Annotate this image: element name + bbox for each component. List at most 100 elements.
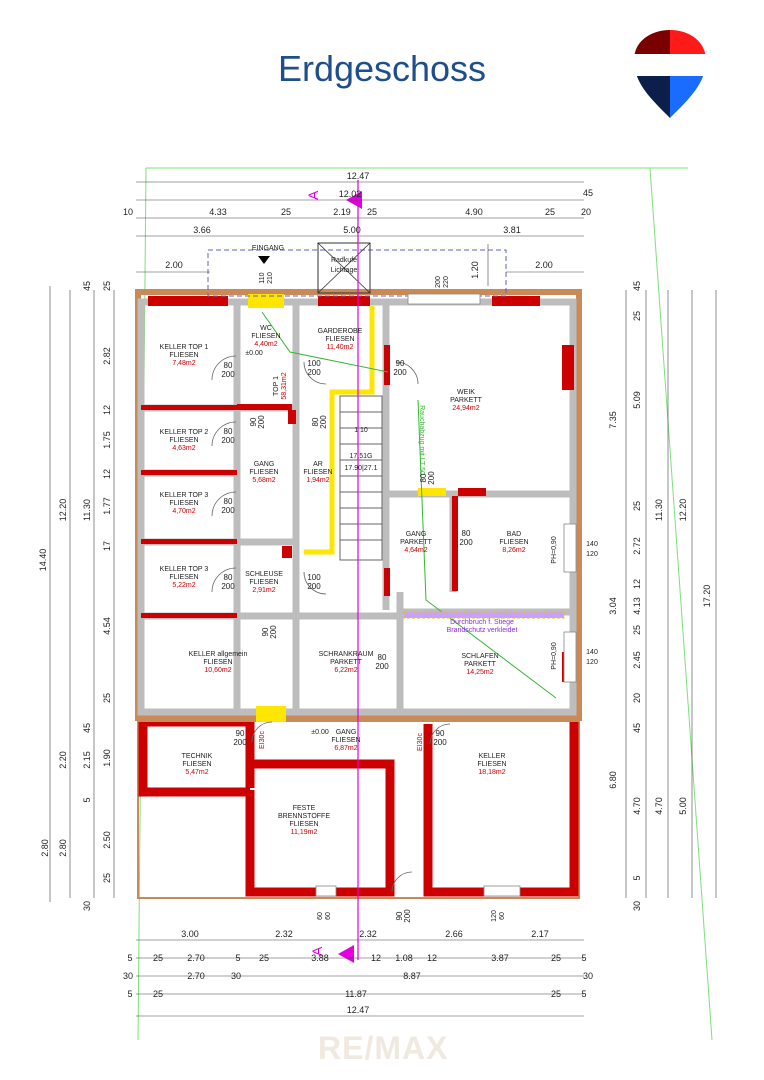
dim-label: 5 bbox=[127, 953, 132, 963]
room-area: 4,70m2 bbox=[172, 508, 195, 515]
room-area: 2,91m2 bbox=[252, 587, 275, 594]
entrance-dim: 110 bbox=[259, 272, 266, 283]
terrace-label: Radkufe bbox=[331, 257, 357, 264]
window-label: 200 bbox=[435, 276, 442, 288]
stair-label: 17.51G bbox=[350, 453, 373, 460]
dim-label: 2.32 bbox=[359, 929, 377, 939]
door-dim: 90 bbox=[396, 359, 405, 368]
ph-label: PH=0,90 bbox=[551, 536, 558, 564]
dim-label: 2.00 bbox=[535, 260, 553, 270]
dim-label: 45 bbox=[82, 281, 92, 291]
pipe-note: Rauchabzug mit LT 50 bbox=[418, 405, 425, 475]
dim-label: 8.87 bbox=[403, 971, 421, 981]
door-dim: 80 bbox=[378, 653, 387, 662]
door-dim: 200 bbox=[403, 909, 412, 923]
dim-label: 5 bbox=[632, 875, 642, 880]
dim-label: 1.20 bbox=[470, 261, 480, 279]
room-area: 1,94m2 bbox=[306, 477, 329, 484]
room-floor: PARKETT bbox=[450, 397, 482, 404]
door-dim: 200 bbox=[307, 368, 321, 377]
left-dimension-labels: 14.40 12.20 2.80 11.30 2.20 2.80 45 25 2… bbox=[38, 281, 112, 911]
room-floor: FLIESEN bbox=[169, 352, 198, 359]
dim-label: 25 bbox=[102, 693, 112, 703]
door-dim: 80 bbox=[224, 427, 233, 436]
dim-label: 45 bbox=[632, 281, 642, 291]
dim-label: 5 bbox=[127, 989, 132, 999]
dim-label: 11.30 bbox=[654, 499, 664, 521]
fire-note: Brandschutz verkleidet bbox=[447, 627, 518, 634]
door-dim: 200 bbox=[319, 415, 328, 429]
terrace-cross bbox=[317, 242, 371, 294]
stair-label: 17.90|27.1 bbox=[345, 465, 378, 472]
yellow-elements bbox=[248, 294, 446, 722]
room-area: 5,22m2 bbox=[172, 582, 195, 589]
dim-label: 4.90 bbox=[465, 207, 483, 217]
door-dim: 200 bbox=[257, 415, 266, 429]
room-name: SCHLEUSE bbox=[245, 571, 283, 578]
stairs bbox=[339, 395, 383, 561]
dim-label: 2.00 bbox=[165, 260, 183, 270]
dim-label: 2.72 bbox=[632, 537, 642, 555]
window-label: 60 bbox=[325, 912, 332, 920]
room-area: 14,25m2 bbox=[466, 669, 493, 676]
dim-label: 30 bbox=[632, 901, 642, 911]
door-dim: 90 bbox=[261, 627, 270, 636]
room-area: 7,48m2 bbox=[172, 360, 195, 367]
room-floor: PARKETT bbox=[330, 659, 362, 666]
left-dimension-lines bbox=[49, 286, 115, 902]
dim-label: 25 bbox=[632, 625, 642, 635]
door-dim: 90 bbox=[249, 417, 258, 426]
bottom-dimension-labels: 3.00 2.32 2.32 2.66 2.17 5 25 2.70 5 25 … bbox=[123, 929, 593, 1015]
door-dim: 80 bbox=[224, 497, 233, 506]
room-area: 4,63m2 bbox=[172, 445, 195, 452]
dim-label: 25 bbox=[545, 207, 555, 217]
room-name: SCHRANKRAUM bbox=[319, 651, 374, 658]
room-floor: FLIESEN bbox=[169, 437, 198, 444]
dim-label: 3.66 bbox=[193, 225, 211, 235]
door-dim: 90 bbox=[436, 729, 445, 738]
terrace-box bbox=[317, 242, 371, 294]
door-dim: 200 bbox=[233, 738, 247, 747]
remax-watermark: RE/MAX bbox=[318, 1030, 449, 1066]
dim-label: 25 bbox=[551, 989, 561, 999]
door-dim: 200 bbox=[375, 662, 389, 671]
dim-label: 30 bbox=[231, 971, 241, 981]
window-label: 140 bbox=[586, 541, 598, 548]
window-label: 120 bbox=[586, 659, 598, 666]
room-name: SCHLAFEN bbox=[461, 653, 498, 660]
room-area: 18,18m2 bbox=[478, 769, 505, 776]
dim-label: 5.00 bbox=[343, 225, 361, 235]
room-labels: KELLER TOP 1 FLIESEN 7,48m2 KELLER TOP 2… bbox=[160, 245, 598, 922]
door-dim: 200 bbox=[427, 471, 436, 485]
dim-label: 12 bbox=[427, 953, 437, 963]
room-floor: BRENNSTOFFE bbox=[278, 813, 330, 820]
dim-label: 17 bbox=[102, 541, 112, 551]
red-walls-upper bbox=[141, 296, 574, 682]
dim-label: 25 bbox=[259, 953, 269, 963]
entrance-dim: 210 bbox=[267, 272, 274, 284]
window-label: 60 bbox=[317, 912, 324, 920]
room-name: KELLER TOP 3 bbox=[160, 492, 209, 499]
door-dim: 200 bbox=[221, 506, 235, 515]
dim-label: 12.47 bbox=[347, 171, 370, 181]
dim-label: 3.88 bbox=[311, 953, 329, 963]
terrace-label: Lichtage bbox=[331, 267, 358, 274]
entrance-label: EINGANG bbox=[252, 245, 284, 252]
room-name: GANG bbox=[406, 531, 427, 538]
dim-label: 20 bbox=[632, 693, 642, 703]
dim-label: 4.54 bbox=[102, 617, 112, 635]
door-dim: 90 bbox=[395, 911, 404, 920]
room-area: 4,40m2 bbox=[254, 341, 277, 348]
door-dim: 200 bbox=[393, 368, 407, 377]
section-label-top: A bbox=[305, 190, 321, 200]
ei30-label: EI30c bbox=[259, 731, 266, 749]
room-floor: FLIESEN bbox=[203, 659, 232, 666]
dim-label: 12 bbox=[632, 579, 642, 589]
room-floor: FLIESEN bbox=[331, 737, 360, 744]
dim-label: 3.81 bbox=[503, 225, 521, 235]
dim-label: 45 bbox=[583, 188, 593, 198]
level-mark: ±0.00 bbox=[311, 729, 329, 736]
room-area: 10,60m2 bbox=[204, 667, 231, 674]
door-dim: 200 bbox=[221, 436, 235, 445]
